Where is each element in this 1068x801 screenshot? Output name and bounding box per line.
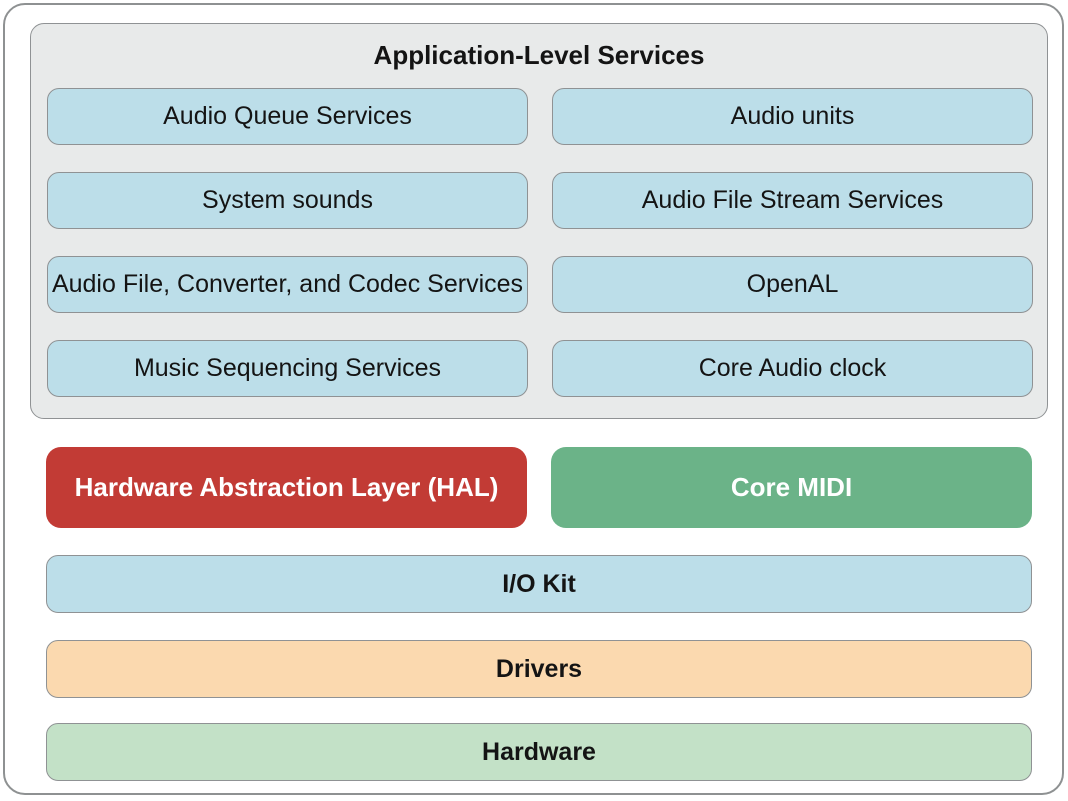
service-box-system-sounds: System sounds xyxy=(47,172,528,229)
service-box-openal: OpenAL xyxy=(552,256,1033,313)
service-box-audio-queue-services: Audio Queue Services xyxy=(47,88,528,145)
outer-frame: Application-Level Services Audio Queue S… xyxy=(3,3,1064,795)
service-box-audio-file-converter-codec-services: Audio File, Converter, and Codec Service… xyxy=(47,256,528,313)
service-box-music-sequencing-services: Music Sequencing Services xyxy=(47,340,528,397)
hardware-layer-box: Hardware xyxy=(46,723,1032,781)
hardware-abstraction-layer-box: Hardware Abstraction Layer (HAL) xyxy=(46,447,527,528)
service-box-audio-file-stream-services: Audio File Stream Services xyxy=(552,172,1033,229)
service-grid: Audio Queue Services Audio units System … xyxy=(47,88,1033,397)
service-box-audio-units: Audio units xyxy=(552,88,1033,145)
panel-title: Application-Level Services xyxy=(373,40,705,70)
core-midi-box: Core MIDI xyxy=(551,447,1032,528)
drivers-layer-box: Drivers xyxy=(46,640,1032,698)
iokit-layer-box: I/O Kit xyxy=(46,555,1032,613)
service-box-core-audio-clock: Core Audio clock xyxy=(552,340,1033,397)
application-level-services-panel: Application-Level Services Audio Queue S… xyxy=(30,23,1048,419)
